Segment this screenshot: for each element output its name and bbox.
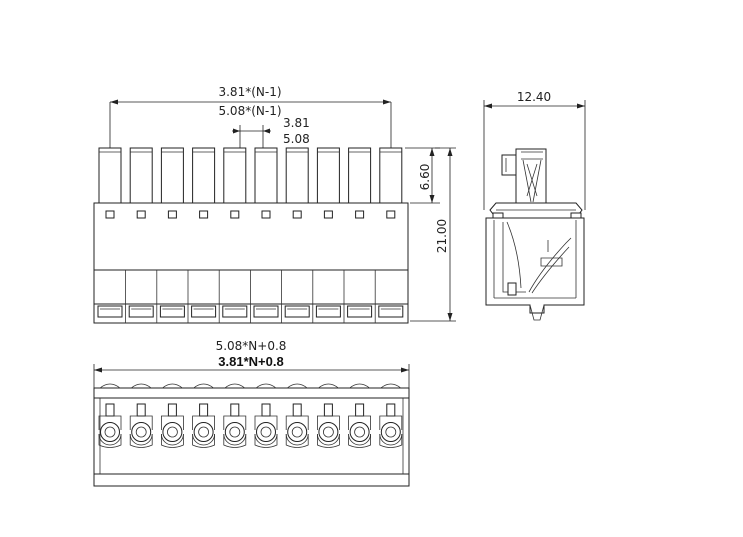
front-bottom-tab [191, 305, 217, 318]
top-pin [285, 147, 309, 204]
top-pin [316, 147, 340, 204]
bottom-arc [349, 383, 370, 389]
screw-head [162, 422, 183, 442]
front-body [93, 202, 409, 324]
front-bottom-tab [284, 305, 310, 318]
screw-head [380, 422, 401, 442]
front-bottom-tab [159, 305, 185, 318]
top-pin [254, 147, 278, 204]
top-pin [379, 147, 403, 204]
top-pin [192, 147, 216, 204]
top-pin [129, 147, 153, 204]
side-view: 12.40 [483, 90, 586, 321]
bottom-arc [286, 383, 308, 389]
front-slot [105, 210, 115, 219]
screw-post [261, 403, 271, 417]
dim-pitch-508-label: 5.08 [283, 132, 310, 146]
dim-bottom-span-508-label: 5.08*N+0.8 [216, 339, 287, 353]
dim-top-span-508-label: 5.08*(N-1) [218, 104, 281, 118]
front-slot [386, 210, 396, 219]
dim-pitch: 3.81 5.08 [232, 116, 310, 148]
front-bottom-tab [378, 305, 404, 318]
dim-top-span: 3.81*(N-1) 5.08*(N-1) [109, 85, 392, 148]
screw-post [292, 403, 302, 417]
screw-hole [322, 426, 334, 438]
bottom-arc [130, 383, 152, 389]
screw-hole [229, 426, 241, 438]
front-bottom-tab [128, 305, 154, 318]
front-slot [230, 210, 240, 219]
screw-head [100, 422, 120, 442]
dim-overall-height: 21.00 [410, 147, 456, 322]
dim-overall-height-label: 21.00 [435, 219, 449, 253]
front-slot [292, 210, 302, 219]
screw-head [131, 422, 152, 442]
bottom-arc [99, 383, 121, 389]
front-slot [167, 210, 177, 219]
bottom-arcs [99, 383, 402, 389]
screw-hole [385, 426, 397, 438]
front-bottom-tab [315, 305, 341, 318]
top-pin [223, 147, 247, 204]
screw-hole [198, 426, 210, 438]
front-slots [105, 210, 396, 219]
front-slot [355, 210, 365, 219]
top-pins [98, 147, 403, 204]
top-pin [98, 147, 122, 204]
screw-post [136, 403, 146, 417]
screw-hole [260, 426, 272, 438]
front-bottom-tabs [97, 305, 404, 318]
screw-head [193, 422, 214, 442]
front-bottom-tab [222, 305, 248, 318]
bottom-arc [162, 383, 183, 389]
front-bottom-tab [253, 305, 279, 318]
bottom-view: 5.08*N+0.8 3.81*N+0.8 [93, 339, 410, 487]
front-view [93, 147, 409, 324]
front-bottom-tab [97, 305, 123, 318]
dim-pin-height-label: 6.60 [418, 164, 432, 191]
front-slot [136, 210, 146, 219]
front-slot [199, 210, 209, 219]
screw-post [230, 403, 240, 417]
screw-head [349, 422, 370, 442]
screw-post [355, 403, 365, 417]
screw-head [224, 422, 245, 442]
screw-post [386, 403, 396, 417]
screw-post [199, 403, 209, 417]
bottom-screws [98, 403, 403, 448]
top-pin [348, 147, 372, 204]
bottom-arc [255, 383, 277, 389]
screw-post [167, 403, 177, 417]
bottom-arc [318, 383, 339, 389]
front-slot [323, 210, 333, 219]
dim-side-width-label: 12.40 [517, 90, 551, 104]
dim-pin-height: 6.60 [405, 147, 440, 204]
front-slot [261, 210, 271, 219]
bottom-arc [224, 383, 246, 389]
screw-hole [354, 426, 366, 438]
screw-head [256, 422, 276, 442]
screw-hole [135, 426, 147, 438]
screw-hole [291, 426, 303, 438]
front-bottom-tab [347, 305, 373, 318]
screw-head [287, 422, 308, 442]
dim-top-span-381-label: 3.81*(N-1) [218, 85, 281, 99]
bottom-arc [193, 383, 214, 389]
bottom-arc [380, 383, 402, 389]
front-dividers [125, 270, 376, 323]
dim-bottom-span-381-label: 3.81*N+0.8 [218, 354, 283, 369]
screw-head [318, 422, 339, 442]
screw-post [105, 403, 115, 417]
top-pin [160, 147, 184, 204]
screw-hole [166, 426, 178, 438]
screw-hole [104, 426, 116, 438]
dim-pitch-381-label: 3.81 [283, 116, 310, 130]
screw-post [323, 403, 333, 417]
